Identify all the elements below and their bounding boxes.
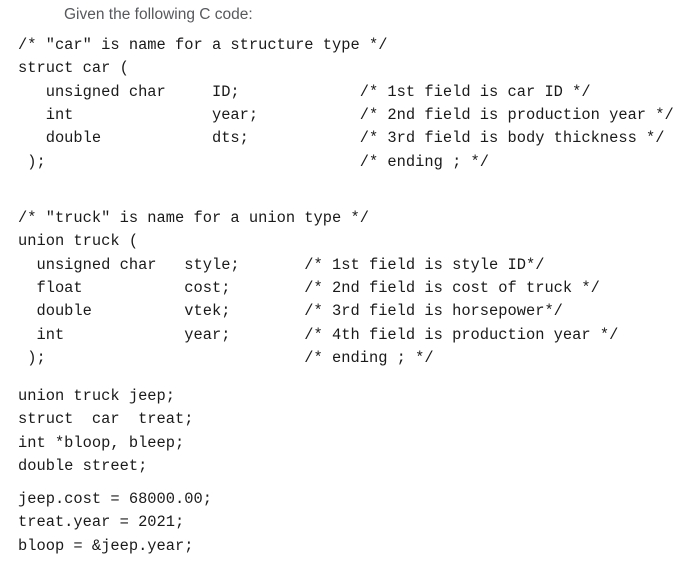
code-line: union truck (: [18, 232, 139, 251]
variable-declarations-block: union truck jeep; struct car treat; int …: [18, 385, 694, 478]
code-line: double dts; /* 3rd field is body thickne…: [18, 129, 665, 148]
code-line: int year; /* 4th field is production yea…: [18, 325, 619, 344]
code-line: struct car treat;: [18, 410, 194, 429]
code-line: treat.year = 2021;: [18, 513, 185, 532]
code-line: int *bloop, bleep;: [18, 433, 185, 452]
struct-car-definition-block: /* "car" is name for a structure type */…: [18, 34, 694, 174]
code-line: /* "car" is name for a structure type */: [18, 36, 388, 54]
code-line: union truck jeep;: [18, 386, 176, 405]
code-line: /* "truck" is name for a union type */: [18, 208, 369, 227]
union-truck-definition-block: /* "truck" is name for a union type */ u…: [18, 207, 694, 370]
code-line: double vtek; /* 3rd field is horsepower*…: [18, 302, 563, 321]
code-line: int year; /* 2nd field is production yea…: [18, 105, 674, 124]
code-line: float cost; /* 2nd field is cost of truc…: [18, 278, 600, 297]
code-line: bloop = &jeep.year;: [18, 536, 194, 555]
code-line: unsigned char style; /* 1st field is sty…: [18, 255, 545, 274]
assignment-statements-block: jeep.cost = 68000.00; treat.year = 2021;…: [18, 488, 694, 558]
code-line: jeep.cost = 68000.00;: [18, 489, 212, 508]
c-code-listing: /* "car" is name for a structure type */…: [18, 34, 694, 558]
code-line: unsigned char ID; /* 1st field is car ID…: [18, 82, 591, 101]
question-intro-text: Given the following C code:: [64, 6, 253, 23]
code-line: double street;: [18, 456, 148, 475]
code-line: ); /* ending ; */: [18, 348, 434, 367]
code-line: struct car (: [18, 59, 129, 78]
code-line: ); /* ending ; */: [18, 152, 490, 171]
